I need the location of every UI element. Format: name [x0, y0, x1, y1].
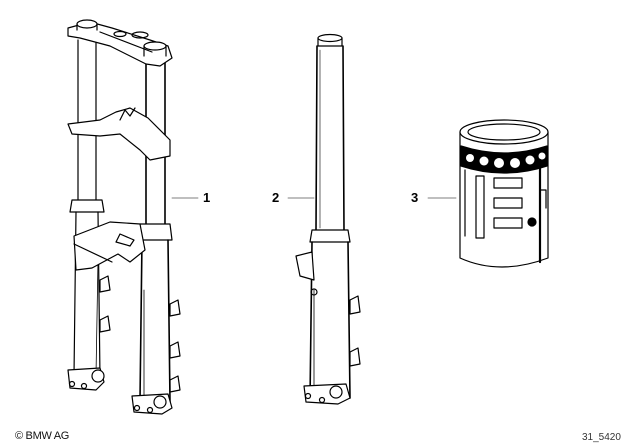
diagram-id: 31_5420 — [582, 432, 621, 443]
oil-can-illustration — [427, 119, 549, 268]
fork-assembly-illustration — [67, 19, 199, 415]
copyright-notice: © BMW AG — [15, 430, 69, 442]
callout-1: 1 — [203, 190, 211, 205]
callout-2: 2 — [272, 190, 280, 205]
fork-leg-illustration — [287, 33, 361, 405]
callout-3: 3 — [411, 190, 419, 205]
